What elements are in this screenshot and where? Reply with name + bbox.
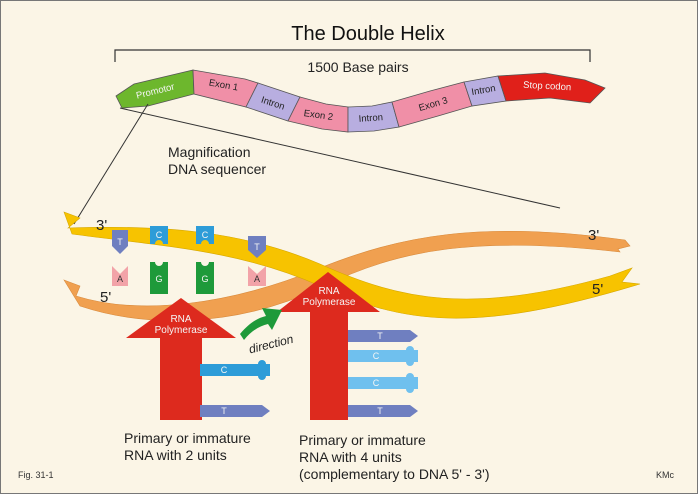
base-label: T [117, 237, 123, 247]
rna-base-t: T [348, 330, 418, 342]
base-g: G [196, 262, 214, 294]
base-label: C [156, 230, 163, 240]
base-label: C [202, 230, 209, 240]
base-label: G [201, 274, 208, 284]
title: The Double Helix [291, 23, 444, 45]
sequencer-label: DNA sequencer [168, 161, 266, 177]
rna-chain-left: C T [200, 360, 270, 417]
rna-chain-right: T C C T [348, 330, 418, 417]
polymerase-label: RNA [170, 314, 191, 325]
base-g: G [150, 262, 168, 294]
base-c: C [196, 226, 214, 244]
gene-ribbon: Promotor Exon 1 Intron Exon 2 Intron Exo… [115, 69, 606, 133]
length-label: 1500 Base pairs [307, 59, 408, 75]
magnification-label: Magnification [168, 144, 251, 160]
base-label: A [254, 274, 260, 284]
polymerase-label: Polymerase [155, 325, 208, 336]
caption-right-line1: Primary or immature [299, 432, 426, 448]
gene-segment-label: Stop codon [523, 80, 572, 94]
base-label: G [155, 274, 162, 284]
rna-base-t: T [348, 405, 418, 417]
polymerase-label: RNA [318, 286, 339, 297]
polymerase-label: Polymerase [303, 297, 356, 308]
dna-bases-top: T C C T [112, 226, 266, 258]
caption-left-line2: RNA with 2 units [124, 447, 227, 463]
base-c: C [150, 226, 168, 244]
rna-base-t: T [200, 405, 270, 417]
rna-polymerase-arrow-right [277, 272, 380, 420]
gene-segment-label: Intron [358, 112, 383, 125]
direction-label: direction [247, 332, 295, 357]
dna-bases-bottom: A G G A [112, 262, 266, 294]
caption-left-line1: Primary or immature [124, 430, 251, 446]
rna-base-c: C [200, 360, 270, 380]
caption-right-line3: (complementary to DNA 5' - 3') [299, 466, 490, 482]
base-label: C [373, 378, 380, 388]
dna-strand-orange [63, 230, 631, 321]
base-label: T [377, 331, 383, 341]
base-a: A [112, 266, 128, 286]
magnification-line-right [119, 107, 561, 209]
gene-segment-label: Exon 1 [208, 78, 239, 94]
base-label: C [373, 351, 380, 361]
gene-segment-label: Intron [471, 83, 497, 98]
base-label: T [221, 406, 227, 416]
base-t: T [248, 236, 266, 258]
author-initials: KMc [656, 470, 675, 480]
magnification-line-left [73, 103, 149, 225]
length-bracket [114, 49, 591, 62]
base-a: A [248, 266, 266, 286]
base-label: T [377, 406, 383, 416]
base-label: C [221, 365, 228, 375]
gene-segment-stop-codon [497, 72, 606, 104]
rna-polymerase-arrow-left [126, 298, 236, 420]
strand-end-top-right: 3' [588, 227, 599, 244]
rna-base-c: C [348, 346, 418, 366]
base-label: A [117, 274, 123, 284]
strand-end-bottom-right: 5' [592, 281, 603, 298]
direction-arrow [240, 308, 282, 340]
strand-end-top-left: 3' [96, 217, 107, 234]
strand-end-bottom-left: 5' [100, 289, 111, 306]
figure-number: Fig. 31-1 [18, 470, 54, 480]
rna-base-c: C [348, 373, 418, 393]
base-t: T [112, 230, 128, 254]
gene-segment-label: Exon 2 [303, 108, 334, 123]
base-label: T [254, 242, 260, 252]
caption-right-line2: RNA with 4 units [299, 449, 402, 465]
